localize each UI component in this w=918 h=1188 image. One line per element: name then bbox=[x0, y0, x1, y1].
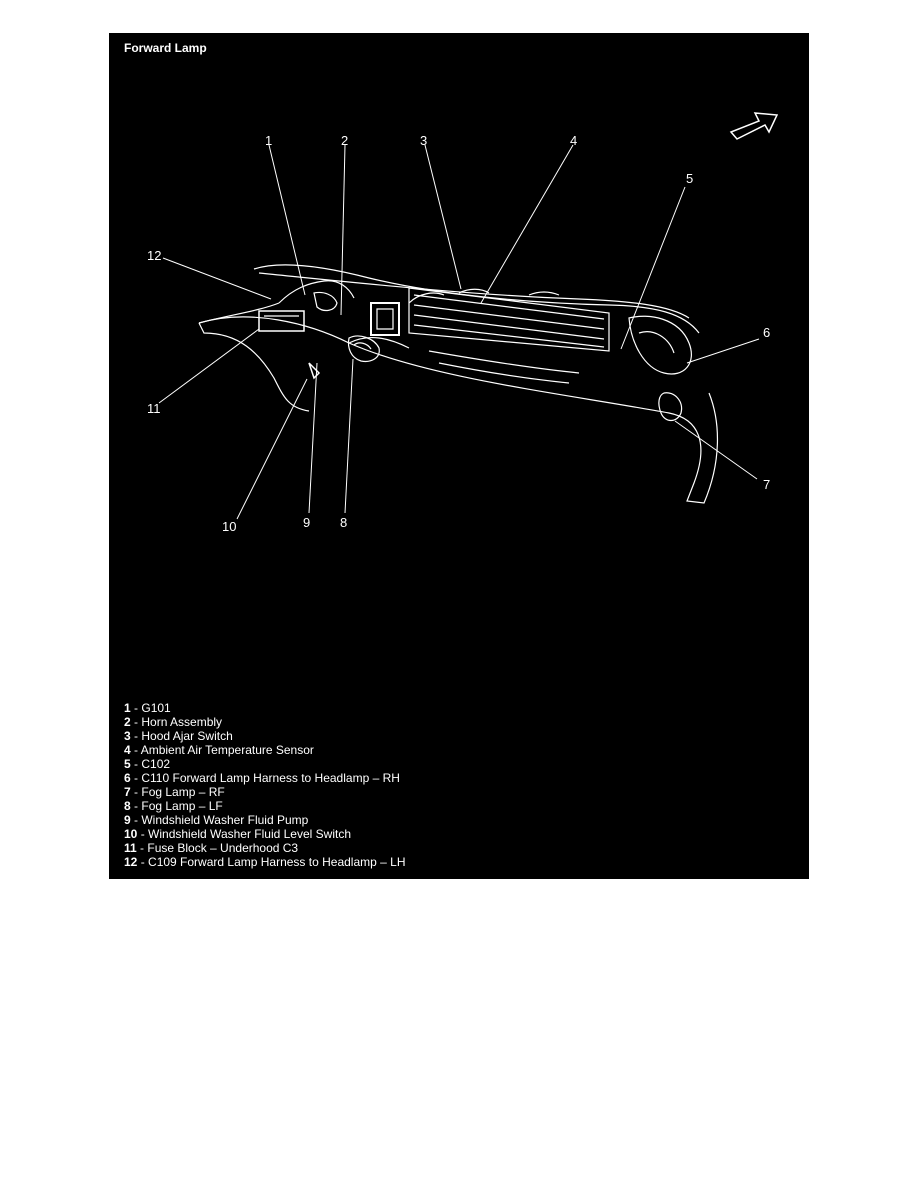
figure-panel: Forward Lamp bbox=[109, 33, 809, 879]
callout-7: 7 bbox=[763, 477, 770, 492]
legend-item: 3 - Hood Ajar Switch bbox=[124, 729, 233, 743]
callout-2: 2 bbox=[341, 133, 348, 148]
callout-9: 9 bbox=[303, 515, 310, 530]
legend-item: 9 - Windshield Washer Fluid Pump bbox=[124, 813, 309, 827]
callout-4: 4 bbox=[570, 133, 577, 148]
legend-item: 6 - C110 Forward Lamp Harness to Headlam… bbox=[124, 771, 400, 785]
callout-5: 5 bbox=[686, 171, 693, 186]
callout-labels: 1 2 3 4 5 6 7 8 9 10 11 12 bbox=[147, 133, 770, 534]
legend-item: 5 - C102 bbox=[124, 757, 171, 771]
legend-item: 8 - Fog Lamp – LF bbox=[124, 799, 223, 813]
leader-lines bbox=[158, 144, 760, 520]
legend-item: 12 - C109 Forward Lamp Harness to Headla… bbox=[124, 855, 406, 869]
callout-12: 12 bbox=[147, 248, 161, 263]
legend-item: 2 - Horn Assembly bbox=[124, 715, 223, 729]
figure-title: Forward Lamp bbox=[124, 41, 207, 55]
legend-item: 4 - Ambient Air Temperature Sensor bbox=[124, 743, 314, 757]
callout-10: 10 bbox=[222, 519, 236, 534]
legend-item: 11 - Fuse Block – Underhood C3 bbox=[124, 841, 299, 855]
forward-lamp-diagram: 1 2 3 4 5 6 7 8 9 10 11 12 bbox=[147, 112, 779, 534]
component-legend: 1 - G101 2 - Horn Assembly 3 - Hood Ajar… bbox=[124, 701, 406, 869]
callout-3: 3 bbox=[420, 133, 427, 148]
legend-item: 10 - Windshield Washer Fluid Level Switc… bbox=[124, 827, 351, 841]
callout-8: 8 bbox=[340, 515, 347, 530]
callout-11: 11 bbox=[147, 401, 161, 416]
vehicle-front-end bbox=[198, 264, 719, 504]
front-direction-arrow-icon bbox=[729, 112, 779, 140]
legend-item: 7 - Fog Lamp – RF bbox=[124, 785, 225, 799]
legend-item: 1 - G101 bbox=[124, 701, 171, 715]
callout-1: 1 bbox=[265, 133, 272, 148]
callout-6: 6 bbox=[763, 325, 770, 340]
